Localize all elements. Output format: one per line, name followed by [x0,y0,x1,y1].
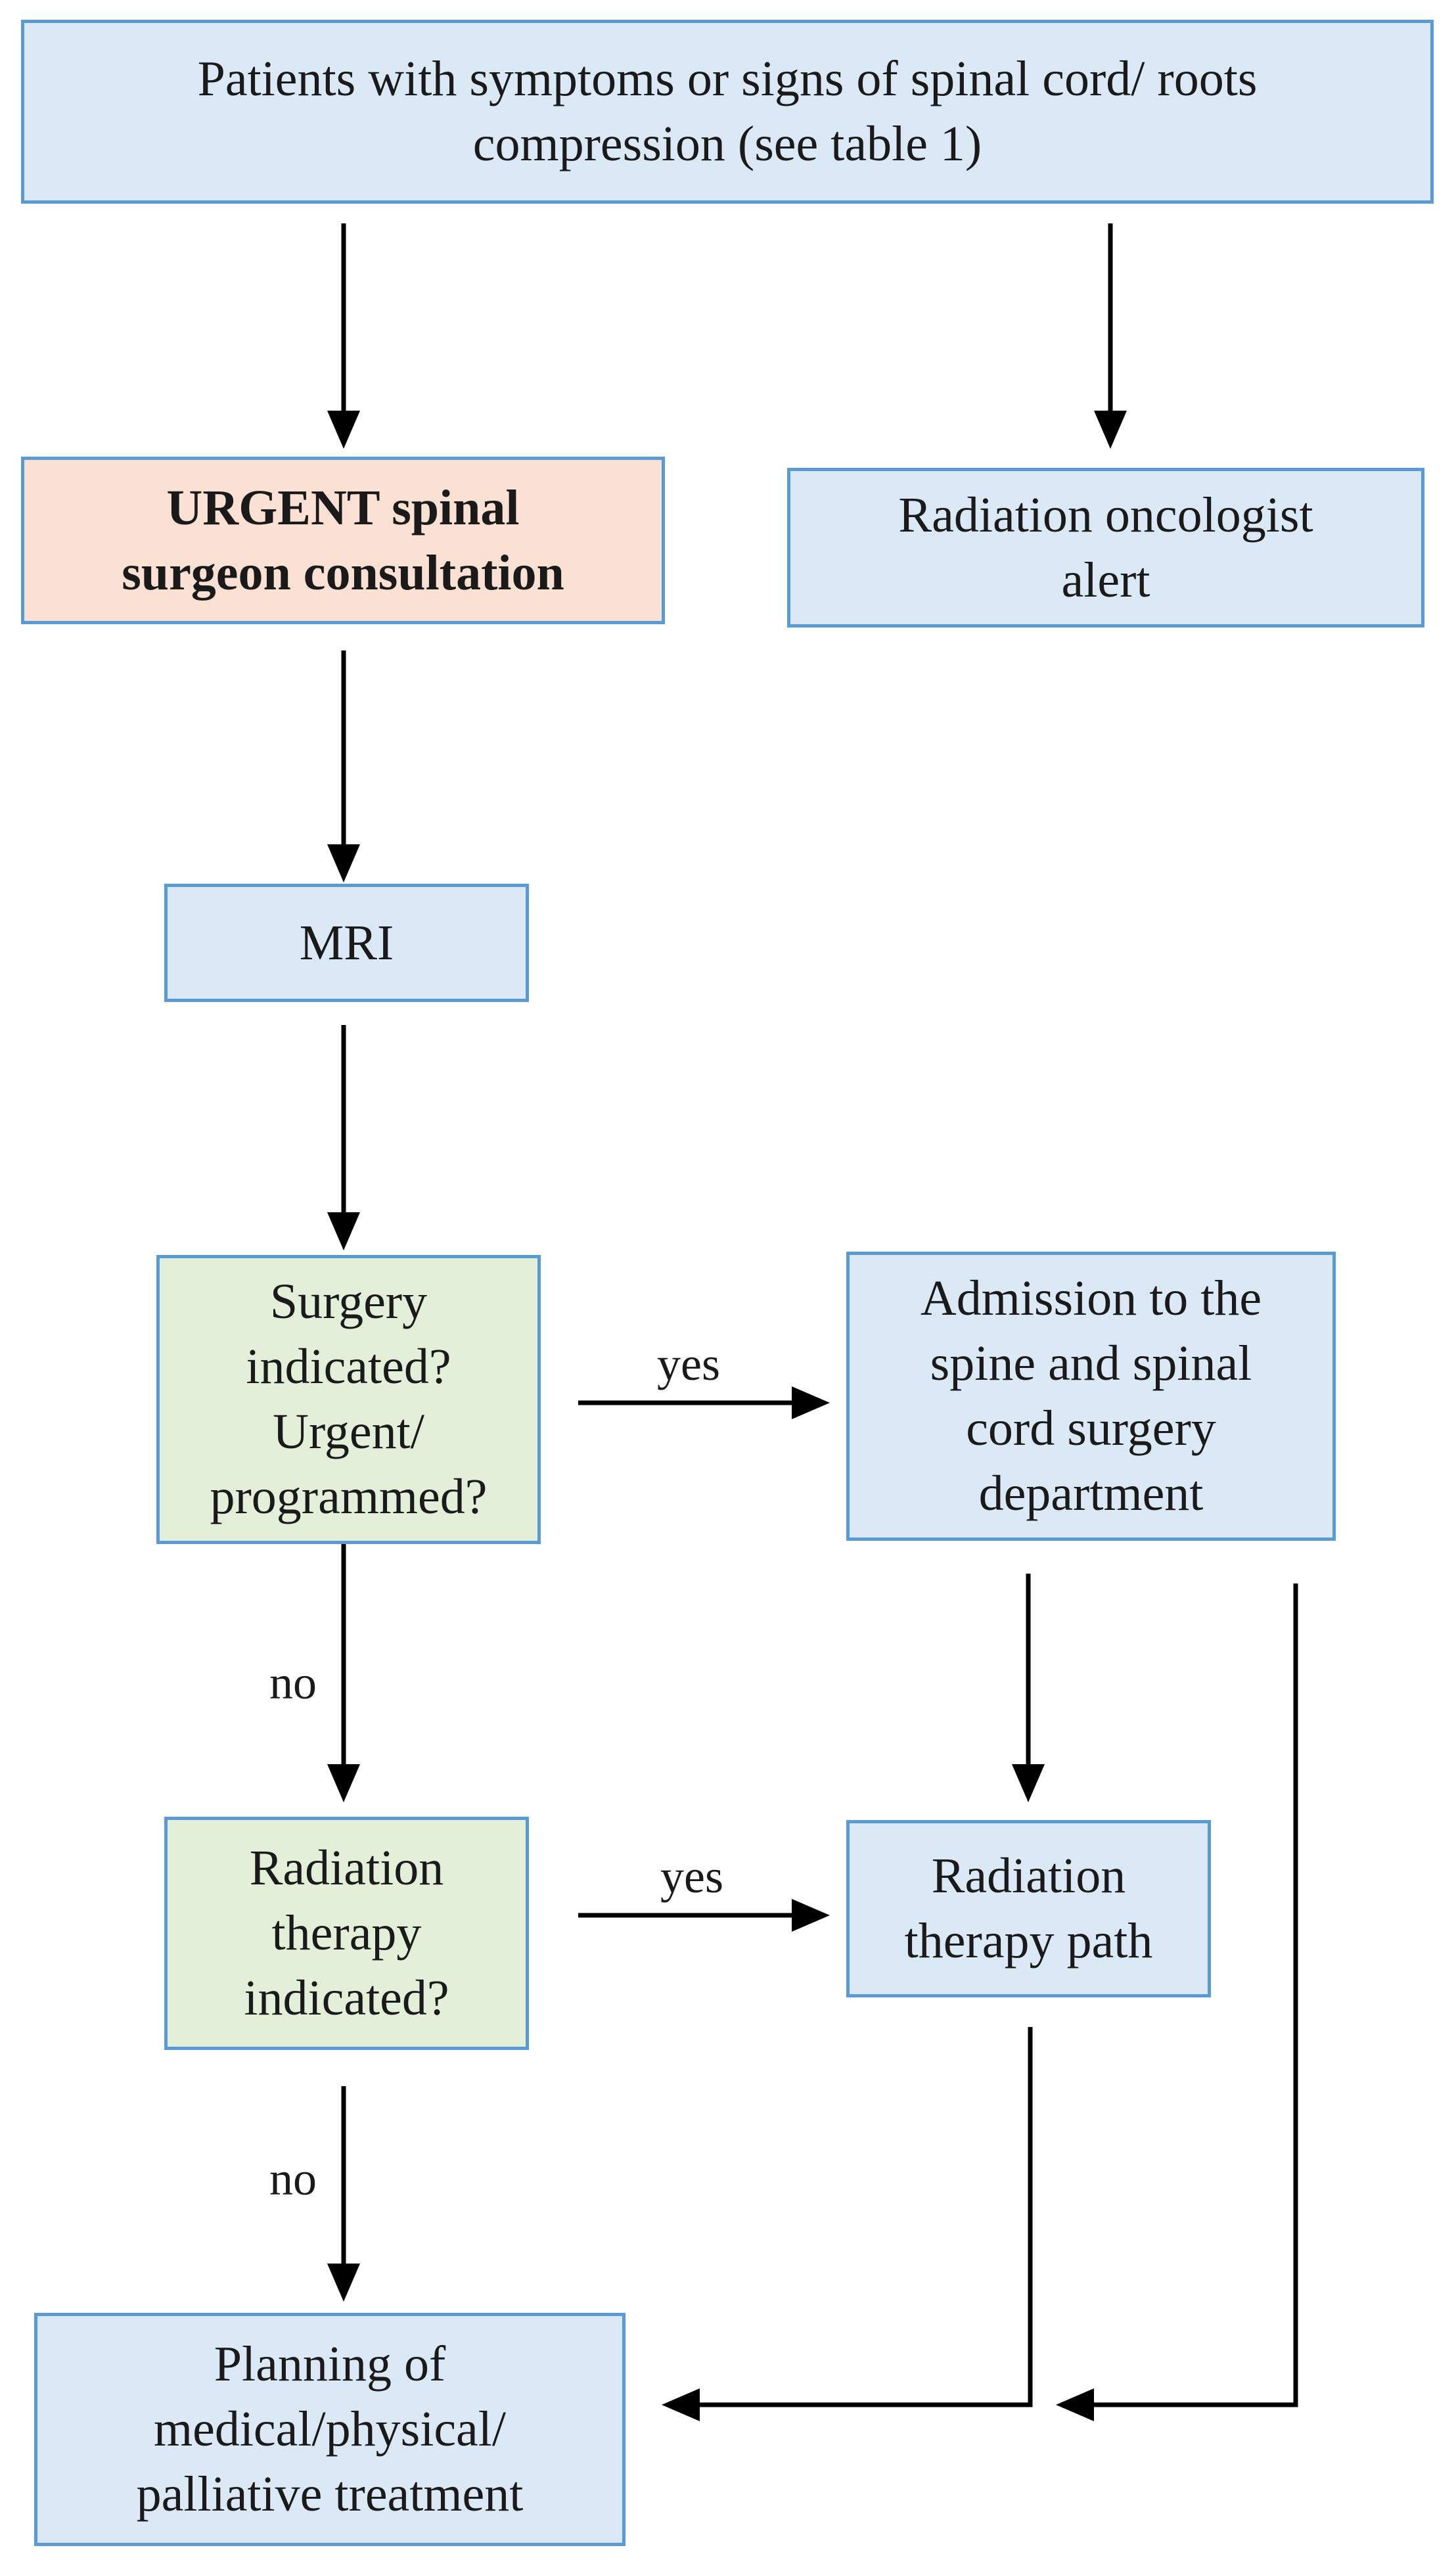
node-urgent-line-2: surgeon consultation [122,545,564,601]
edge-label-no-radiation: no [269,2152,317,2205]
arrowhead [1012,1764,1045,1802]
node-admission-line-1: Admission to the [920,1271,1262,1327]
node-admission-line-4: department [978,1465,1204,1521]
edge-label-yes-surgery: yes [657,1338,720,1390]
node-radiation-path-line-2: therapy path [904,1913,1153,1969]
node-patients-line-2: compression (see table 1) [472,116,982,171]
edge-label-yes-radiation: yes [660,1850,723,1903]
node-urgent-consultation: URGENT spinal surgeon consultation [21,457,665,624]
arrowhead [1094,411,1127,449]
node-planning-line-2: medical/physical/ [153,2402,507,2457]
arrowhead [1056,2388,1094,2421]
node-surgery-line-1: Surgery [269,1274,428,1330]
node-surgery-line-3: Urgent/ [273,1404,424,1459]
arrowhead [792,1899,830,1932]
arrowhead [327,2264,360,2302]
arrowhead [327,844,360,882]
node-planning-line-1: Planning of [214,2336,446,2392]
node-radiation-alert: Radiation oncologist alert [787,468,1424,627]
node-radiation-path-line-1: Radiation [931,1848,1126,1904]
node-surgery-line-2: indicated? [246,1339,451,1395]
arrow-radiation-path-to-planning [696,2027,1033,2407]
node-mri-line-1: MRI [299,915,394,970]
node-radiation-q-line-2: therapy [271,1905,422,1961]
arrowhead [327,1764,360,1802]
node-patients: Patients with symptoms or signs of spina… [21,20,1434,204]
node-radiation-q-line-3: indicated? [244,1970,449,2026]
node-radiation-q-line-1: Radiation [249,1840,444,1896]
node-radiation-alert-line-1: Radiation oncologist [898,487,1313,543]
edge-label-no-surgery: no [269,1656,317,1709]
node-admission-line-3: cord surgery [966,1401,1216,1456]
node-radiation-question: Radiation therapy indicated? [164,1817,529,2050]
node-radiation-path: Radiation therapy path [846,1820,1211,1997]
node-admission: Admission to the spine and spinal cord s… [846,1252,1336,1541]
node-surgery-line-4: programmed? [210,1469,488,1524]
arrowhead [327,1212,360,1250]
arrowhead [662,2388,700,2421]
node-patients-line-1: Patients with symptoms or signs of spina… [197,51,1258,107]
node-mri: MRI [164,884,529,1002]
node-planning-line-3: palliative treatment [136,2466,524,2522]
node-radiation-alert-line-2: alert [1061,552,1150,608]
arrow-admission-to-planning [1091,1583,1298,2407]
arrowhead [792,1386,830,1419]
node-surgery-question: Surgery indicated? Urgent/ programmed? [156,1255,541,1544]
node-planning: Planning of medical/physical/ palliative… [34,2313,626,2546]
node-admission-line-2: spine and spinal [930,1336,1252,1392]
arrowhead [327,411,360,449]
node-urgent-line-1: URGENT spinal [166,480,520,535]
